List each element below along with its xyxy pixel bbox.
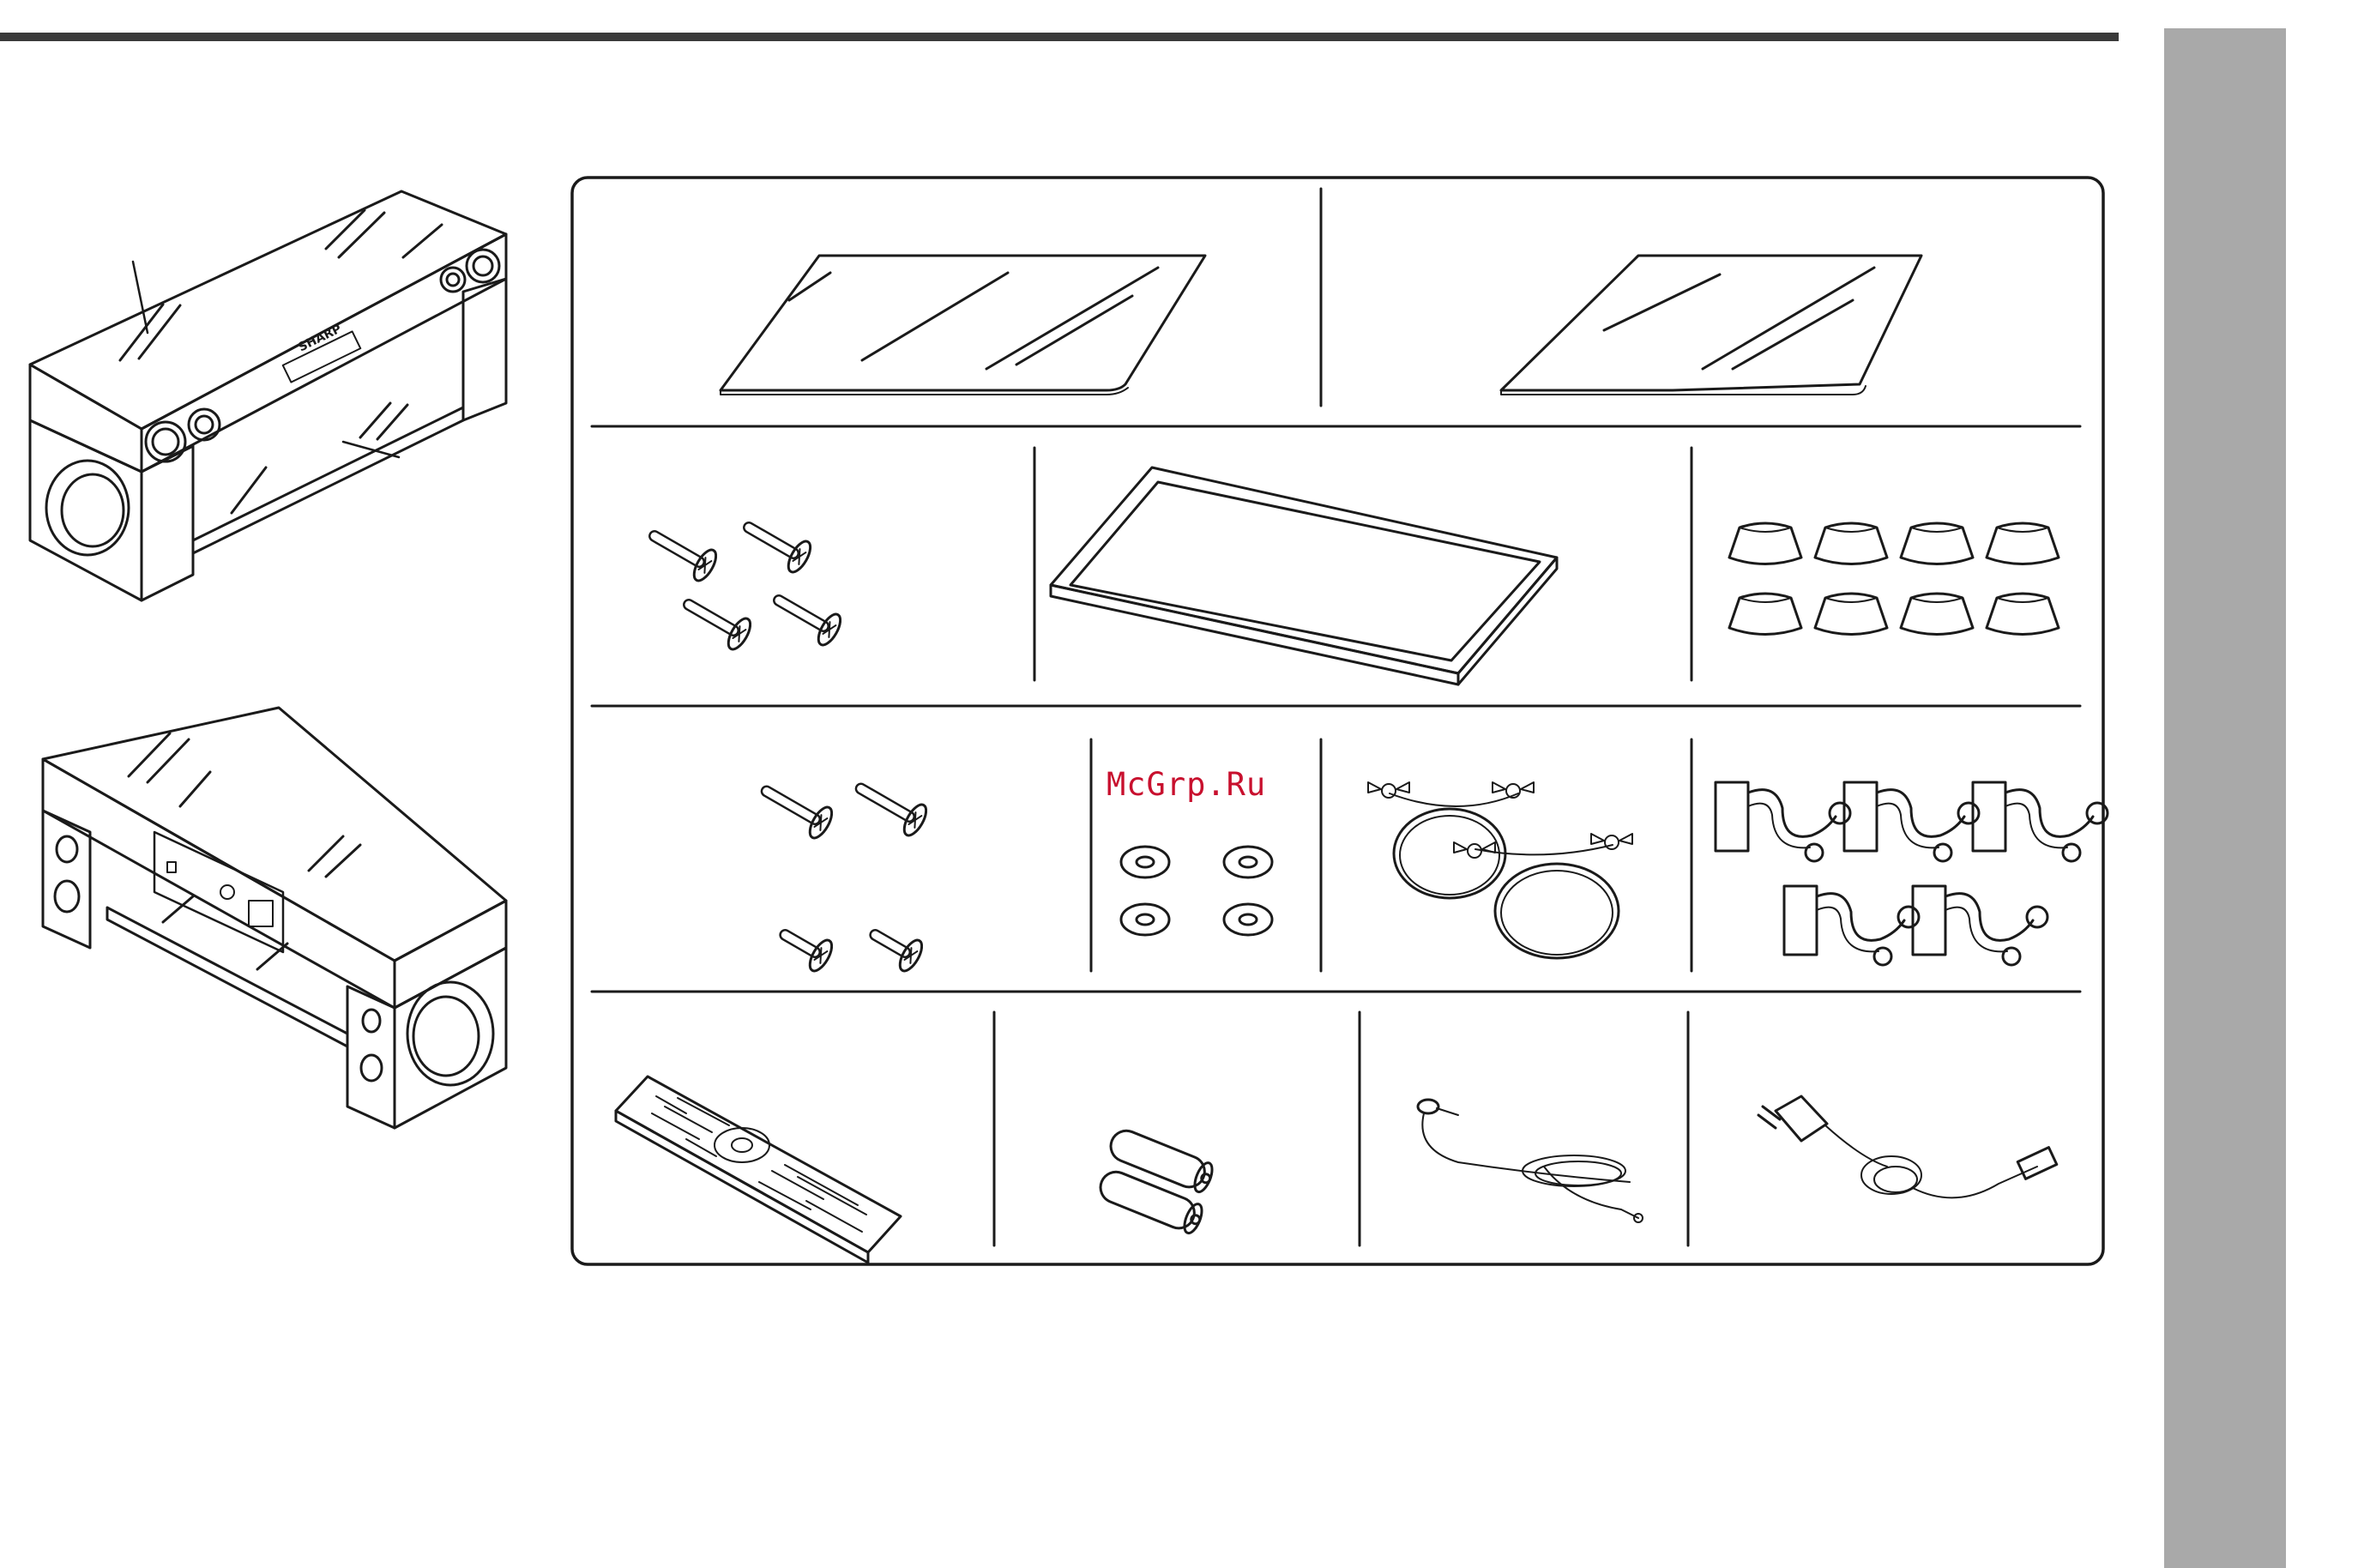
washers	[1121, 847, 1272, 935]
cable-clamps	[1716, 782, 2108, 965]
remote-control	[616, 1076, 901, 1263]
glass-shelf	[1501, 256, 1921, 395]
batteries	[1096, 1126, 1216, 1235]
long-screws	[646, 513, 845, 653]
main-unit-front-illustration: SHARP	[30, 191, 506, 600]
main-unit-rear-illustration	[43, 708, 506, 1128]
am-loop-antennas	[1368, 782, 1632, 958]
watermark-text: McGrp.Ru	[1107, 766, 1266, 803]
glass-top-panel	[721, 256, 1205, 395]
glass-frame	[1051, 467, 1557, 684]
fm-antenna	[1418, 1100, 1643, 1222]
accessories-frame	[572, 178, 2103, 1264]
screws	[758, 774, 931, 974]
rubber-feet	[1729, 523, 2059, 635]
ac-power-lead	[1758, 1096, 2057, 1197]
